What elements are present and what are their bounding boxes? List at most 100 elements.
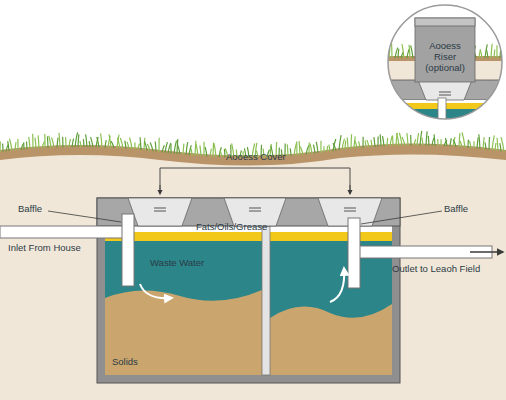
grass-blade [359,141,360,148]
grass-blade [432,138,434,146]
part-label: Waste Water [150,257,204,268]
solids-left [105,290,262,375]
grass-blade [62,137,64,147]
grass-blade [377,136,378,146]
grass-blade [72,139,74,147]
grass-blade [380,134,382,146]
grass-blade [52,137,54,147]
grass-blade [344,141,346,150]
grass-blade [298,141,300,155]
grass-blade [196,144,198,156]
leader-line [48,211,121,222]
access-opening [128,198,192,226]
grass-blade [32,134,34,149]
grass-blade [77,134,79,147]
grass-blade [493,49,495,58]
grass-blade [101,133,102,147]
grass-blade [414,139,416,145]
grass-blade [392,135,394,145]
grass-blade [391,43,393,58]
grass-blade [117,138,120,148]
grass-blade [488,137,490,150]
grass-blade [496,138,498,151]
tank-wall [97,198,400,383]
grass-blade [485,142,486,149]
grass-blade [174,141,176,154]
grass-blade [437,139,439,146]
grass-blade [91,137,93,147]
grass-blade [329,145,330,152]
grass-blade [150,142,153,151]
part-label: Solids [112,356,138,367]
grass-blade [477,137,478,148]
riser-inset [384,0,506,134]
grass-blade [355,140,357,148]
grass-blade [408,45,410,58]
flow-arrow [140,284,172,298]
grass-blade [42,141,45,148]
grass-blade [200,145,201,156]
grass-blade [402,137,405,146]
grass-blade [203,142,204,157]
grass-blade [462,132,465,147]
grass-blade [125,141,126,149]
grass-blade [483,137,484,149]
grass-blade [467,140,469,148]
leader-arrow [350,185,351,194]
grass-blade [290,148,292,155]
grass-blade [395,48,398,58]
grass-blade [127,142,129,149]
grass-blade [365,141,367,148]
grass-blade [397,49,399,58]
grass-blade [47,136,49,147]
grass-blade [158,138,159,152]
grass-blade [453,137,455,147]
grass-blade [134,142,135,149]
grass-blade [26,141,28,149]
grass-blade [390,136,392,146]
grass-blade [339,135,341,150]
grass-blade [44,134,45,148]
grass-blade [402,44,404,58]
grass-blade [326,146,328,152]
grass-blade [313,145,315,154]
grass-blade [407,49,409,58]
grass-blade [502,46,504,58]
grass-blade [492,135,494,150]
grass-blade [350,134,352,149]
grass-blade [144,141,147,150]
grass-blade [342,139,344,150]
leader-line [361,211,442,224]
grass-blade [96,137,98,147]
grass-blade [450,138,451,146]
grass-blade [182,144,184,155]
grass-blade [479,134,480,149]
grass-blade [367,140,369,147]
grass-blade [57,138,58,148]
grass-blade [323,146,324,152]
cover-handles [154,208,356,211]
grass-blade [411,45,413,58]
grass-blade [428,136,430,146]
grass-blade [485,44,487,58]
grass-blade [300,146,303,154]
grass-blade [65,137,67,147]
grass-blade [117,135,119,148]
grass-blade [397,133,399,146]
grass-blade [296,141,298,155]
grass-blade [155,142,157,152]
grass-blade [15,142,16,150]
inlet-pipe [0,226,128,238]
grass-blade [35,138,36,149]
grass-blade [433,134,435,145]
grass-blade [89,141,91,147]
grass-blade [168,143,171,153]
grass-blade [38,135,40,148]
grass-blade [310,144,312,154]
grass-blade [347,137,349,149]
grass-blade [59,133,60,148]
grass-blade [69,139,70,147]
grass-blade [287,144,289,155]
grass-blade [205,147,207,157]
